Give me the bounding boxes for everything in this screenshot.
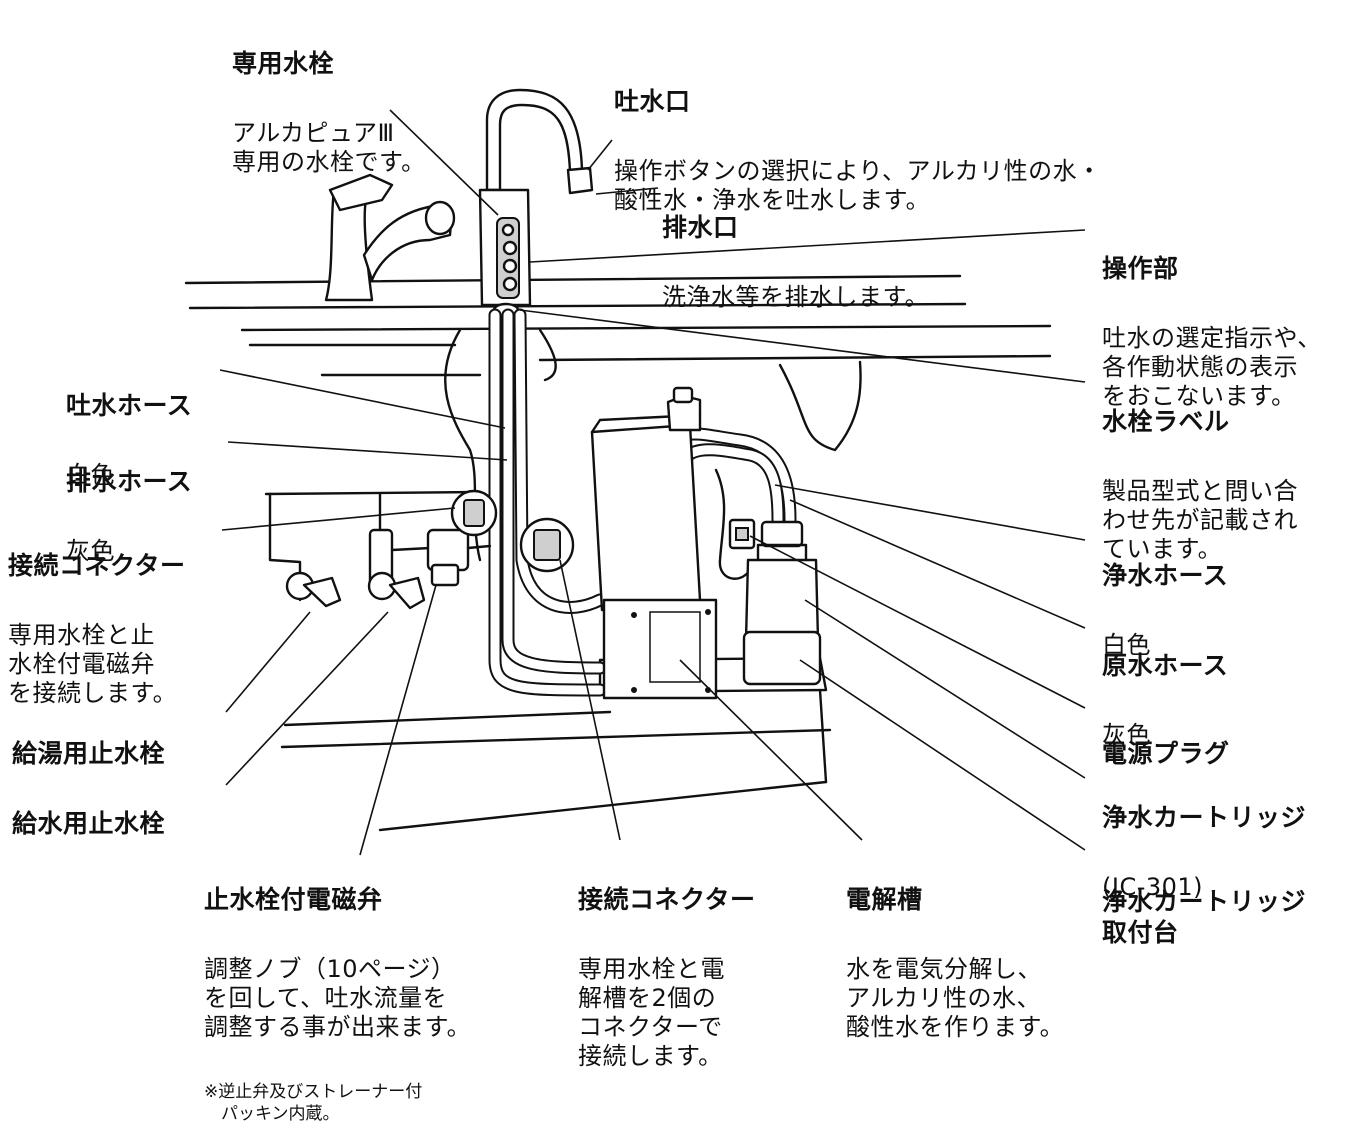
purified-hose-label: 浄水ホース 白色 [1102, 522, 1228, 679]
connector-left-desc: 専用水栓と止 水栓付電磁弁 を接続します。 [8, 620, 178, 708]
drain-hose-title: 排水ホース [66, 467, 193, 497]
drain-hose-label: 排水ホース 灰色 [66, 428, 192, 585]
spout-label: 吐水口 操作ボタンの選択により、アルカリ性の水・ 酸性水・浄水を吐水します。 [614, 48, 1102, 235]
cartridge-shape [742, 520, 822, 686]
purified-hose-title: 浄水ホース [1102, 561, 1229, 591]
faucet-label-desc: 製品型式と問い合 わせ先が記載され ています。 [1102, 476, 1298, 564]
electrolytic-cell-label: 電解槽 水を電気分解し、 アルカリ性の水、 酸性水を作ります。 [846, 846, 1064, 1062]
dedicated-faucet-desc: アルカピュアⅢ 専用の水栓です。 [232, 118, 426, 176]
spout-desc: 操作ボタンの選択により、アルカリ性の水・ 酸性水・浄水を吐水します。 [614, 156, 1102, 214]
existing-faucet [324, 173, 456, 302]
dedicated-faucet-title: 専用水栓 [232, 49, 335, 79]
dedicated-faucet-label: 専用水栓 アルカピュアⅢ 専用の水栓です。 [232, 10, 426, 197]
control-panel-desc: 吐水の選定指示や、 各作動状態の表示 をおこないます。 [1102, 323, 1322, 411]
connector-bottom-title: 接続コネクター [578, 885, 756, 915]
purified-hose-desc: 白色 [1102, 630, 1151, 659]
dedicated-faucet [478, 88, 594, 318]
drain-outlet-label: 排水口 洗浄水等を排水します。 [662, 174, 929, 331]
hot-stop-valve-label: 給湯用止水栓 [12, 700, 165, 789]
outlet-hose-title: 吐水ホース [66, 391, 193, 421]
raw-hose-title: 原水ホース [1102, 651, 1229, 681]
cartridge-title: 浄水カートリッジ [1102, 803, 1307, 833]
control-panel-label: 操作部 吐水の選定指示や、 各作動状態の表示 をおこないます。 [1102, 215, 1322, 431]
cartridge-mount-label: 浄水カートリッジ 取付台 [1102, 848, 1306, 968]
cartridge-label: 浄水カートリッジ (JC-301) [1102, 764, 1306, 921]
hot-stop-valve-title: 給湯用止水栓 [12, 739, 166, 769]
control-panel-title: 操作部 [1102, 254, 1179, 284]
connector-circles [450, 489, 575, 573]
electrolytic-cell-title: 電解槽 [846, 885, 923, 915]
power-plug-label: 電源プラグ [1102, 700, 1230, 789]
power-plug-shape [714, 468, 756, 580]
connector-bottom-label: 接続コネクター 専用水栓と電 解槽を2個の コネクターで 接続します。 [578, 846, 756, 1091]
outlet-hose-desc: 白色 [66, 460, 115, 489]
stop-valves [268, 492, 492, 610]
counter-lines [184, 274, 1052, 832]
solenoid-valve-label: 止水栓付電磁弁 調整ノブ（10ページ） を回して、吐水流量を 調整する事が出来ま… [204, 846, 471, 1145]
faucet-label-label: 水栓ラベル 製品型式と問い合 わせ先が記載され ています。 [1102, 368, 1298, 584]
raw-hose-label: 原水ホース 灰色 [1102, 612, 1228, 769]
power-plug-title: 電源プラグ [1102, 739, 1230, 769]
connector-left-label: 接続コネクター 専用水栓と止 水栓付電磁弁 を接続します。 [8, 512, 186, 728]
electrolytic-cell-desc: 水を電気分解し、 アルカリ性の水、 酸性水を作ります。 [846, 954, 1065, 1042]
drain-hose-desc: 灰色 [66, 536, 115, 565]
connector-bottom-desc: 専用水栓と電 解槽を2個の コネクターで 接続します。 [578, 954, 725, 1071]
drain-outlet-title: 排水口 [662, 213, 739, 243]
connector-left-title: 接続コネクター [8, 551, 186, 581]
faucet-label-title: 水栓ラベル [1102, 407, 1230, 437]
leader-lines [219, 109, 1086, 856]
cartridge-mount-title: 浄水カートリッジ 取付台 [1102, 887, 1307, 947]
solenoid-valve-desc: 調整ノブ（10ページ） を回して、吐水流量を 調整する事が出来ます。 [204, 954, 472, 1042]
raw-hose-desc: 灰色 [1102, 720, 1151, 749]
cartridge-desc: (JC-301) [1102, 872, 1204, 901]
outlet-hose-label: 吐水ホース 白色 [66, 352, 192, 509]
cold-stop-valve-title: 給水用止水栓 [12, 809, 166, 839]
cold-stop-valve-label: 給水用止水栓 [12, 770, 165, 859]
electrolytic-cell-box [590, 386, 718, 700]
solenoid-valve-note: ※逆止弁及びストレーナー付 パッキン内蔵。 [204, 1082, 423, 1125]
spout-title: 吐水口 [614, 87, 691, 117]
solenoid-valve-title: 止水栓付電磁弁 [204, 885, 383, 915]
drain-outlet-desc: 洗浄水等を排水します。 [662, 282, 930, 311]
product-diagram [184, 88, 1086, 856]
